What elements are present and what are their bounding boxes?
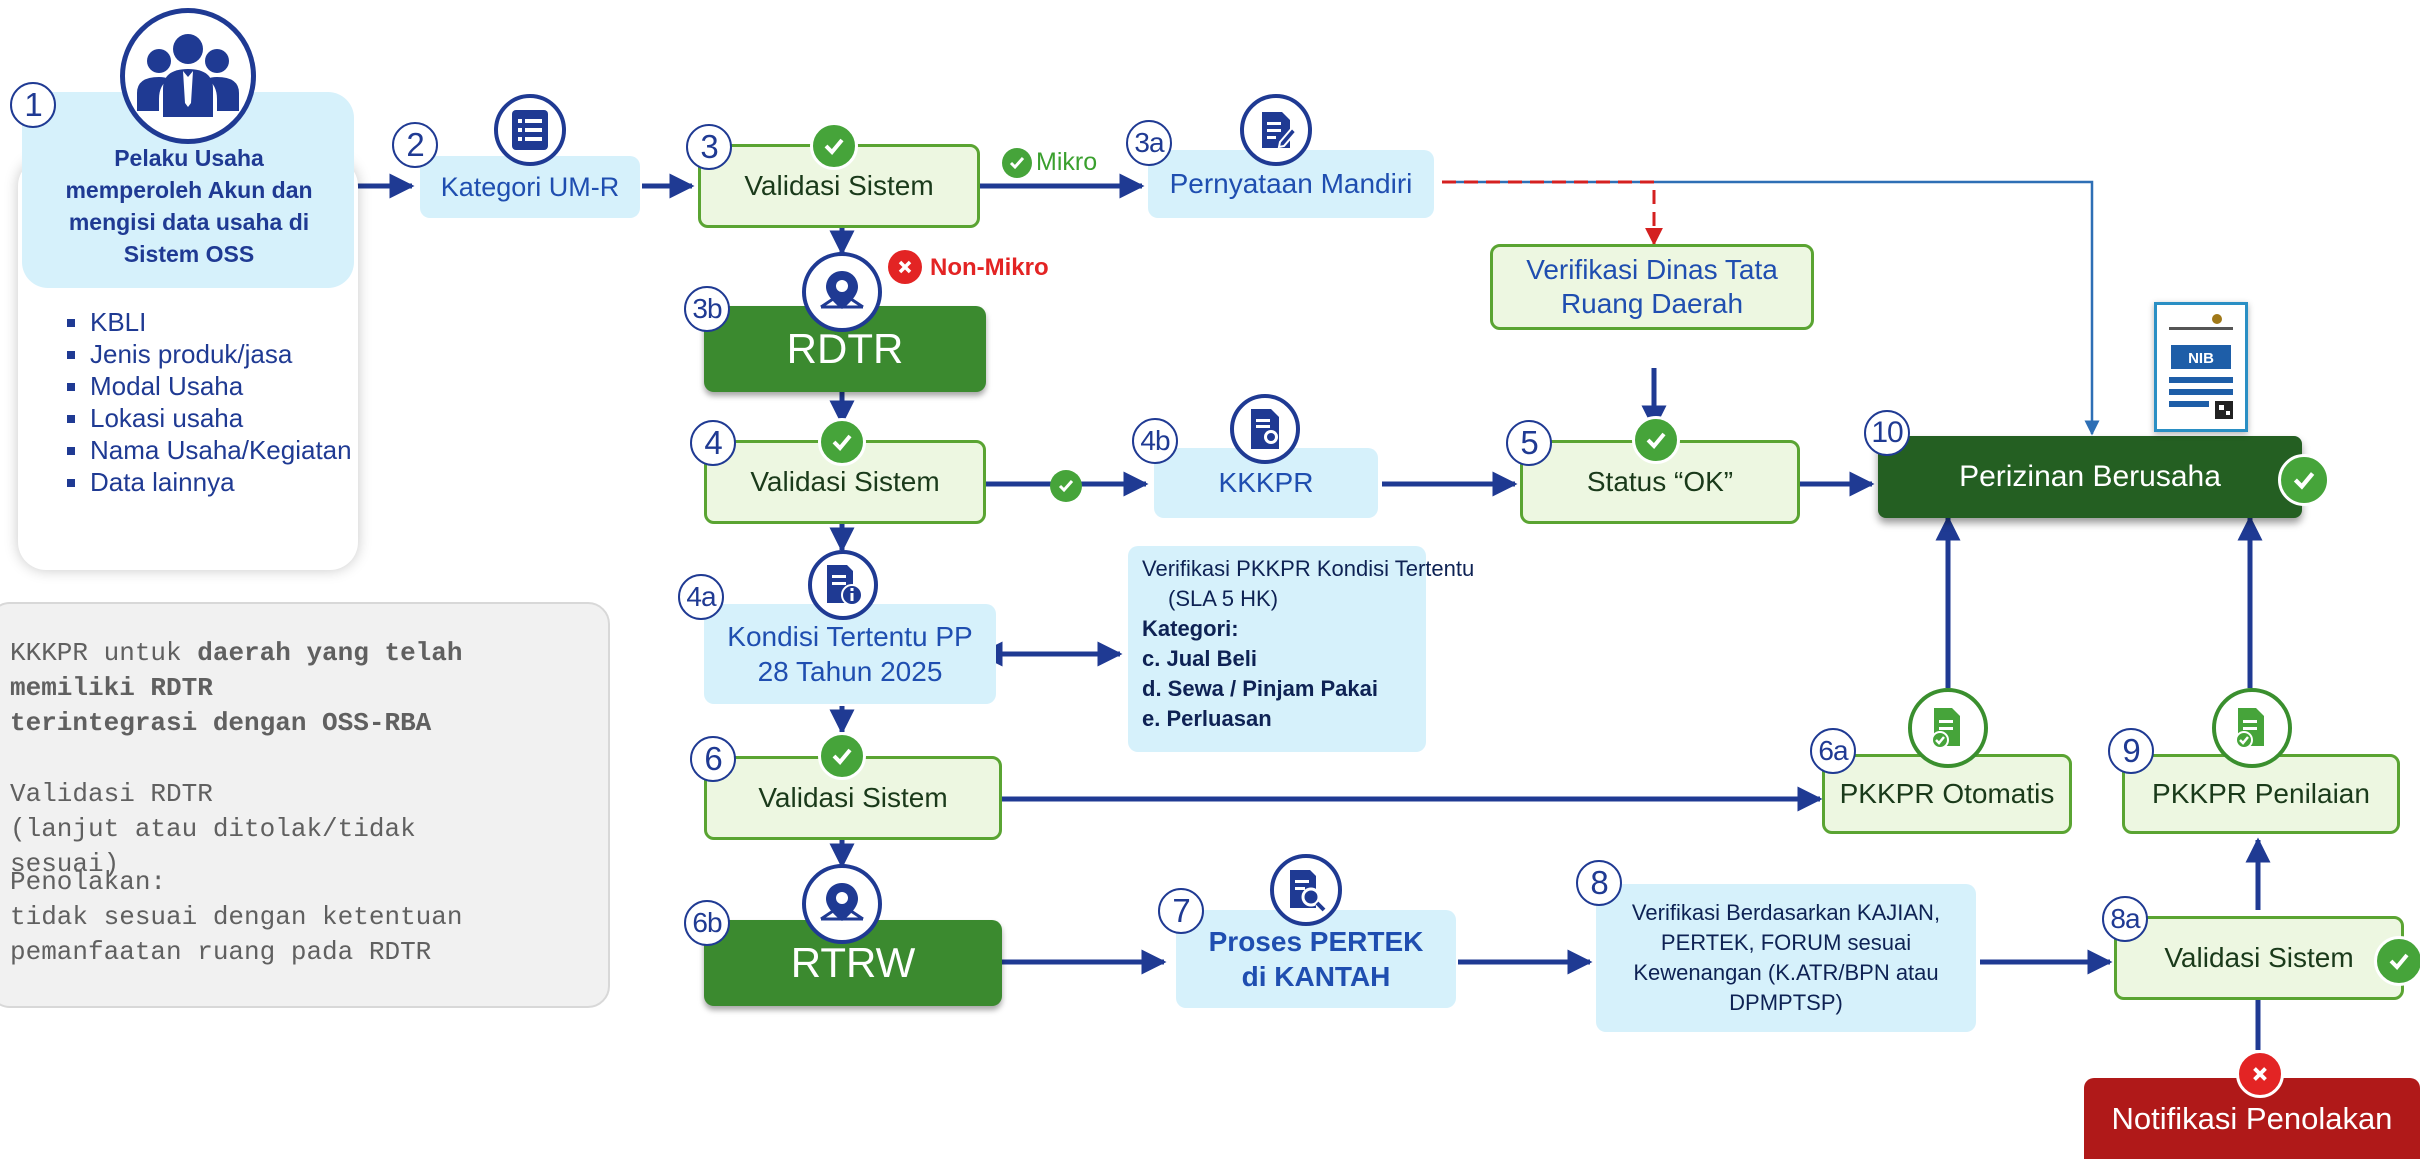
note-text: KKKPR untuk daerah yang telah memiliki R… [10,636,600,970]
users-icon [120,8,256,144]
note-penolakan-line1: tidak sesuai dengan ketentuan [10,902,463,932]
status-ok-label: Status “OK” [1586,466,1734,497]
location-pin-icon [802,252,882,332]
nib-label: NIB [2188,350,2214,367]
kondisi-tertentu-box: Kondisi Tertentu PP 28 Tahun 2025 [704,604,996,704]
kondisi-tertentu-label: Kondisi Tertentu PP 28 Tahun 2025 [727,621,973,687]
notifikasi-penolakan-label: Notifikasi Penolakan [2111,1100,2393,1136]
step-7-badge: 7 [1158,888,1204,934]
pkkpr-penilaian-box: PKKPR Penilaian [2122,754,2400,834]
list-item: Lokasi usaha [90,402,352,434]
step-10-badge: 10 [1864,410,1910,456]
list-item: KBLI [90,306,352,338]
check-icon [2278,454,2330,506]
approved-document-icon [1908,688,1988,768]
document-search-icon [1270,854,1342,926]
step-3-badge: 3 [686,124,732,170]
proses-pertek-line1: Proses PERTEK [1208,926,1424,957]
verifikasi-pkkpr-item: e. Perluasan [1142,706,1272,731]
perizinan-berusaha-label: Perizinan Berusaha [1959,460,2221,493]
validasi-sistem-3-label: Validasi Sistem [744,170,934,201]
perizinan-berusaha-box: Perizinan Berusaha [1878,436,2302,518]
check-icon [1632,416,1680,464]
rejection-x-icon [2236,1050,2284,1098]
rdtr-label: RDTR [786,325,904,372]
step-8a-badge: 8a [2102,896,2148,942]
check-icon [810,122,858,170]
check-icon [2374,936,2420,986]
nib-document-icon: NIB [2154,302,2248,432]
step-3a-badge: 3a [1126,120,1172,166]
document-edit-icon [1240,94,1312,166]
verifikasi-pkkpr-item: d. Sewa / Pinjam Pakai [1142,676,1378,701]
rdtr-box: RDTR [704,306,986,392]
list-item: Data lainnya [90,466,352,498]
note-line1-normal: KKKPR untuk [10,638,198,668]
pelaku-usaha-text: Pelaku Usaha memperoleh Akun dan mengisi… [65,145,313,267]
kategori-um-r-box: Kategori UM-R [420,156,640,218]
kategori-um-r-label: Kategori UM-R [440,171,620,202]
note-line3: terintegrasi dengan OSS-RBA [10,708,432,738]
validasi-sistem-8a-box: Validasi Sistem [2114,916,2404,1000]
document-info-icon [808,550,878,620]
validasi-sistem-8a-label: Validasi Sistem [2164,942,2354,973]
pkkpr-otomatis-label: PKKPR Otomatis [1839,778,2055,809]
pernyataan-mandiri-label: Pernyataan Mandiri [1169,168,1413,199]
approved-document-icon [2212,688,2292,768]
verifikasi-pkkpr-sla: (SLA 5 HK) [1168,586,1279,611]
validasi-sistem-6-label: Validasi Sistem [758,782,948,813]
step-1-badge: 1 [10,82,56,128]
verifikasi-pkkpr-box: Verifikasi PKKPR Kondisi Tertentu (SLA 5… [1128,546,1475,752]
verifikasi-pkkpr-item: c. Jual Beli [1142,646,1257,671]
note-line1-bold: daerah yang telah [197,638,463,668]
step-2-badge: 2 [392,122,438,168]
mikro-label: Mikro [1036,148,1098,176]
verifikasi-pkkpr-kategori: Kategori: [1142,616,1239,641]
verifikasi-dinas-label: Verifikasi Dinas Tata Ruang Daerah [1526,254,1778,319]
note-penolakan-line2: pemanfaatan ruang pada RDTR [10,937,432,967]
list-item: Nama Usaha/Kegiatan [90,434,352,466]
step-9-badge: 9 [2108,728,2154,774]
step-4-badge: 4 [690,420,736,466]
step-3b-badge: 3b [684,286,730,332]
rtrw-label: RTRW [790,939,916,986]
verifikasi-pkkpr-title: Verifikasi PKKPR Kondisi Tertentu [1142,556,1475,581]
pkkpr-penilaian-label: PKKPR Penilaian [2152,778,2370,809]
proses-pertek-line2: di KANTAH [1241,961,1391,992]
mikro-check-icon [1002,148,1032,178]
validasi-sistem-3-box: Validasi Sistem [698,144,980,228]
step-8-badge: 8 [1576,860,1622,906]
kkkpr-label: KKKPR [1218,467,1314,498]
verifikasi-kajian-box: Verifikasi Berdasarkan KAJIAN, PERTEK, F… [1596,884,1976,1032]
note-validasi-sub1: (lanjut atau ditolak/tidak [10,814,416,844]
flow-check-icon [1050,470,1082,502]
note-validasi-title: Validasi RDTR [10,779,213,809]
verifikasi-kajian-label: Verifikasi Berdasarkan KAJIAN, PERTEK, F… [1631,900,1941,1015]
note-validasi-sub2: sesuai) [10,849,120,879]
validasi-sistem-4-label: Validasi Sistem [750,466,940,497]
list-item: Jenis produk/jasa [90,338,352,370]
step-6-badge: 6 [690,736,736,782]
certificate-icon [1230,394,1300,464]
step-4b-badge: 4b [1132,418,1178,464]
note-penolakan-title: Penolakan: [10,867,167,897]
business-data-list: KBLI Jenis produk/jasa Modal Usaha Lokas… [52,306,352,498]
note-line2: memiliki RDTR [10,673,213,703]
non-mikro-x-icon [888,250,922,284]
step-4a-badge: 4a [678,574,724,620]
verifikasi-dinas-box: Verifikasi Dinas Tata Ruang Daerah [1490,244,1814,330]
step-6a-badge: 6a [1810,728,1856,774]
step-6b-badge: 6b [684,900,730,946]
check-icon [818,732,866,780]
list-icon [494,94,566,166]
step-5-badge: 5 [1506,420,1552,466]
proses-pertek-box: Proses PERTEK di KANTAH [1176,910,1456,1008]
location-pin-icon [802,864,882,944]
list-item: Modal Usaha [90,370,352,402]
non-mikro-label: Non-Mikro [930,254,1049,281]
note-panel [0,602,610,1008]
check-icon [818,418,866,466]
